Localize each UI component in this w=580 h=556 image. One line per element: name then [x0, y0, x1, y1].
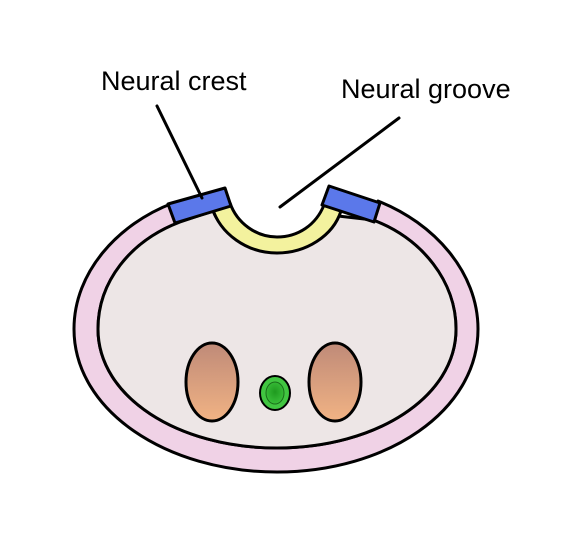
neural-crest-label: Neural crest	[101, 66, 247, 96]
somite-right	[307, 341, 363, 423]
neural-crest-left	[166, 186, 233, 225]
notochord-core	[265, 381, 285, 405]
neural-groove-leader-line	[278, 116, 401, 209]
neural-crest-right	[320, 184, 382, 224]
somite-left	[184, 341, 240, 423]
neural-crest-leader-line	[155, 104, 204, 200]
neural-groove-label: Neural groove	[341, 74, 511, 104]
